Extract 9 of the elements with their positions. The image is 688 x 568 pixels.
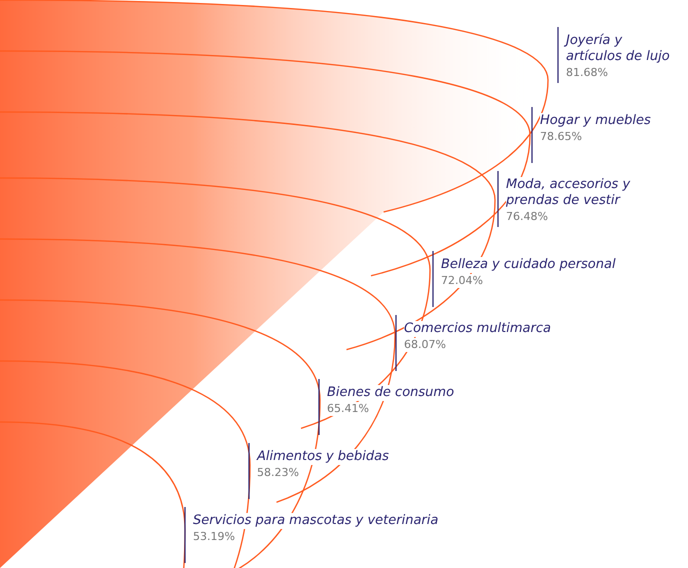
percentage-value: 65.41% [327, 402, 369, 416]
category-label: Servicios para mascotas y veterinaria [193, 513, 438, 529]
percentage-value: 72.04% [441, 274, 483, 288]
category-label: Alimentos y bebidas [257, 449, 389, 465]
category-label: Bienes de consumo [327, 385, 454, 401]
percentage-value: 68.07% [404, 338, 446, 352]
category-label: Belleza y cuidado personal [441, 257, 616, 273]
category-label: Hogar y muebles [540, 113, 651, 129]
category-label: Comercios multimarca [404, 321, 551, 337]
